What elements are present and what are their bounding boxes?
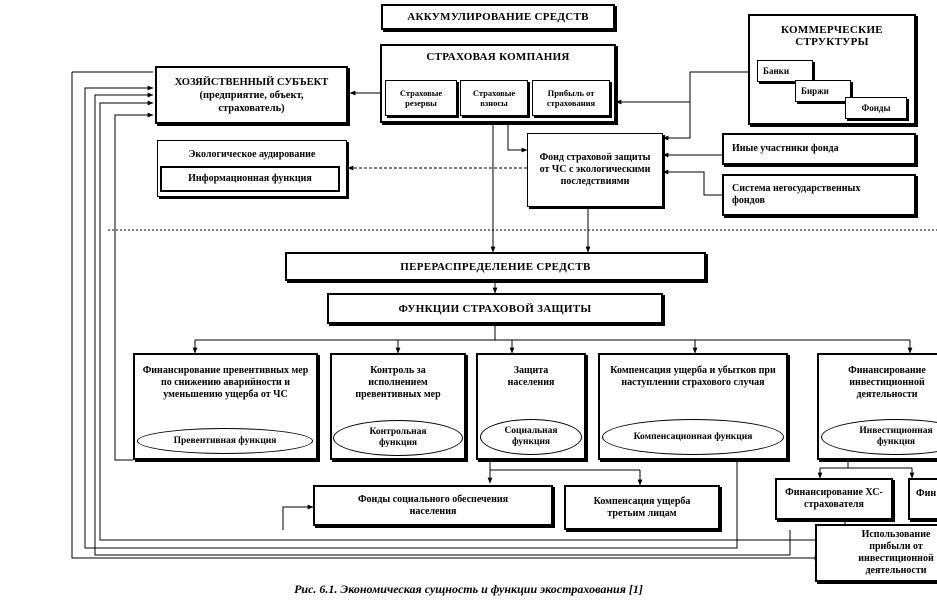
figure-caption: Рис. 6.1. Экономическая сущность и функц… xyxy=(294,582,643,596)
oval-label-preventive: Превентивная функция xyxy=(173,435,277,446)
fin-other-label: Фин xyxy=(916,488,937,499)
redistribution-label: ПЕРЕРАСПРЕДЕЛЕНИЕ СРЕДСТВ xyxy=(400,260,591,273)
banks-label: Банки xyxy=(763,66,790,76)
profit-label: Прибыль от страхования xyxy=(546,88,596,108)
commercial-structures-label: КОММЕРЧЕСКИЕ СТРУКТУРЫ xyxy=(781,24,883,48)
function-text-investment: Финансирование инвестиционной деятельнос… xyxy=(848,365,926,400)
exchanges-box: Биржи xyxy=(795,80,851,102)
social-funds-box: Фонды социального обеспечения населения xyxy=(313,485,553,526)
social-funds-label: Фонды социального обеспечения населения xyxy=(357,493,509,517)
third-party-box: Компенсация ущерба третьим лицам xyxy=(564,485,720,530)
fin-insurers-box: Финансирование ХС-страхователя xyxy=(775,478,893,520)
third-party-label: Компенсация ущерба третьим лицам xyxy=(593,495,691,519)
functions-title-box: ФУНКЦИИ СТРАХОВОЙ ЗАЩИТЫ xyxy=(327,293,663,324)
oval-label-compensation: Компенсационная функция xyxy=(633,431,753,442)
exchanges-label: Биржи xyxy=(801,86,829,96)
use-profit-label: Использование прибыли от инвестиционной … xyxy=(858,529,934,576)
banks-box: Банки xyxy=(757,60,813,82)
oval-control: Контрольная функция xyxy=(333,420,463,456)
use-profit-box: Использование прибыли от инвестиционной … xyxy=(815,524,937,582)
protection-fund-label: Фонд страховой защиты от ЧС с экологичес… xyxy=(539,152,651,187)
info-function-label: Информационная функция xyxy=(188,173,312,184)
nonstate-funds-box: Система негосударственных фондов xyxy=(722,174,916,216)
function-text-social: Защита населения xyxy=(507,365,555,388)
fin-other-box: Фин xyxy=(908,478,937,520)
redistribution-box: ПЕРЕРАСПРЕДЕЛЕНИЕ СРЕДСТВ xyxy=(285,252,706,281)
reserves-box: Страховые резервы xyxy=(385,80,457,116)
function-text-preventive: Финансирование превентивных мер по сниже… xyxy=(142,365,309,400)
oval-compensation: Компенсационная функция xyxy=(602,419,784,455)
funds-box: Фонды xyxy=(845,97,907,119)
oval-label-investment: Инвестиционная функция xyxy=(859,426,933,447)
reserves-label: Страховые резервы xyxy=(399,88,443,108)
economic-subject-label: ХОЗЯЙСТВЕННЫЙ СУБЪЕКТ (предприятие, объе… xyxy=(174,76,329,114)
fin-insurers-label: Финансирование ХС-страхователя xyxy=(785,487,883,510)
premiums-label: Страховые взносы xyxy=(472,88,516,108)
nonstate-funds-label: Система негосударственных фондов xyxy=(732,183,861,206)
other-participants-label: Иные участники фонда xyxy=(732,143,839,154)
profit-box: Прибыль от страхования xyxy=(532,80,610,116)
oval-preventive: Превентивная функция xyxy=(137,428,313,454)
insurance-company-label: СТРАХОВАЯ КОМПАНИЯ xyxy=(426,51,570,63)
funds-label: Фонды xyxy=(861,103,891,113)
function-text-control: Контроль за исполнением превентивных мер xyxy=(355,365,441,400)
economic-subject-box: ХОЗЯЙСТВЕННЫЙ СУБЪЕКТ (предприятие, объе… xyxy=(155,66,348,124)
oval-label-control: Контрольная функция xyxy=(369,427,427,448)
functions-title-label: ФУНКЦИИ СТРАХОВОЙ ЗАЩИТЫ xyxy=(398,302,592,315)
function-text-compensation: Компенсация ущерба и убытков при наступл… xyxy=(610,365,776,388)
oval-social: Социальная функция xyxy=(480,419,582,455)
oval-label-social: Социальная функция xyxy=(504,426,558,447)
info-function-box: Информационная функция xyxy=(160,166,340,192)
accumulation-box: АККУМУЛИРОВАНИЕ СРЕДСТВ xyxy=(381,4,615,30)
oval-investment: Инвестиционная функция xyxy=(821,419,937,455)
premiums-box: Страховые взносы xyxy=(460,80,528,116)
eco-audit-label: Экологическое аудирование xyxy=(188,149,316,160)
accumulation-label: АККУМУЛИРОВАНИЕ СРЕДСТВ xyxy=(407,11,589,23)
protection-fund-box: Фонд страховой защиты от ЧС с экологичес… xyxy=(527,133,663,207)
other-participants-box: Иные участники фонда xyxy=(722,133,916,165)
